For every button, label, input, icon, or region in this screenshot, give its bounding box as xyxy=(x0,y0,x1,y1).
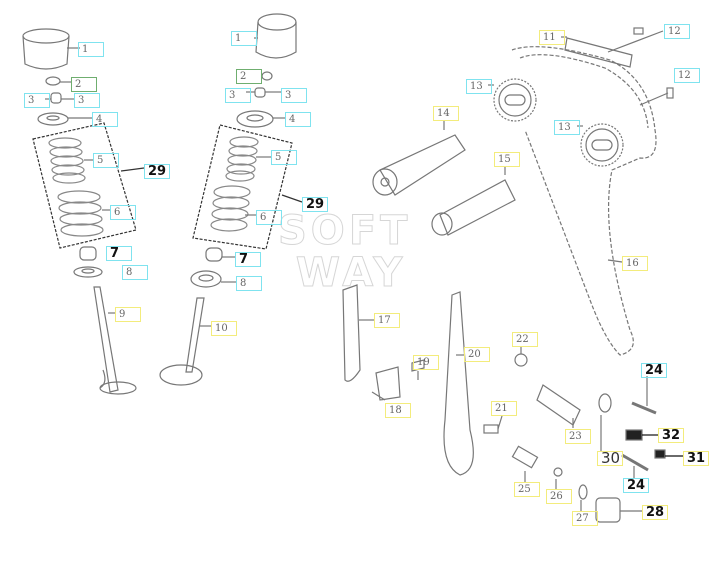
callout-3b-right[interactable]: 3 xyxy=(281,88,307,103)
callout-6-left[interactable]: 6 xyxy=(110,205,136,220)
callout-4-right[interactable]: 4 xyxy=(285,112,311,127)
callout-25[interactable]: 25 xyxy=(514,482,540,497)
callout-5-right[interactable]: 5 xyxy=(271,150,297,165)
callout-27[interactable]: 27 xyxy=(572,511,598,526)
cam-chain-drawing xyxy=(342,27,683,523)
left-valve-drawing xyxy=(22,28,145,395)
callout-24b[interactable]: 24 xyxy=(623,478,649,493)
callout-7-right[interactable]: 7 xyxy=(235,252,261,267)
callout-4-left[interactable]: 4 xyxy=(92,112,118,127)
callout-7-left[interactable]: 7 xyxy=(106,246,132,261)
callout-1-right[interactable]: 1 xyxy=(231,31,257,46)
callout-20[interactable]: 20 xyxy=(464,347,490,362)
callout-22[interactable]: 22 xyxy=(512,332,538,347)
callout-15[interactable]: 15 xyxy=(494,152,520,167)
callout-8-left[interactable]: 8 xyxy=(122,265,148,280)
callout-3a-right[interactable]: 3 xyxy=(225,88,251,103)
callout-3b-left[interactable]: 3 xyxy=(74,93,100,108)
callout-16[interactable]: 16 xyxy=(622,256,648,271)
callout-2-left[interactable]: 2 xyxy=(71,77,97,92)
callout-29-left[interactable]: 29 xyxy=(144,164,170,179)
callout-10[interactable]: 10 xyxy=(211,321,237,336)
callout-11[interactable]: 11 xyxy=(539,30,565,45)
callout-18[interactable]: 18 xyxy=(385,403,411,418)
callout-12b[interactable]: 12 xyxy=(674,68,700,83)
callout-3a-left[interactable]: 3 xyxy=(24,93,50,108)
callout-26[interactable]: 26 xyxy=(546,489,572,504)
callout-30[interactable]: 30 xyxy=(597,451,623,466)
callout-9[interactable]: 9 xyxy=(115,307,141,322)
callout-17[interactable]: 17 xyxy=(374,313,400,328)
callout-1-left[interactable]: 1 xyxy=(78,42,104,57)
callout-19[interactable]: 19 xyxy=(413,355,439,370)
callout-32[interactable]: 32 xyxy=(658,428,684,443)
callout-23[interactable]: 23 xyxy=(565,429,591,444)
callout-12a[interactable]: 12 xyxy=(664,24,690,39)
callout-31[interactable]: 31 xyxy=(683,451,709,466)
callout-28[interactable]: 28 xyxy=(642,505,668,520)
right-valve-drawing xyxy=(159,13,303,386)
callout-6-right[interactable]: 6 xyxy=(256,210,282,225)
callout-24a[interactable]: 24 xyxy=(641,363,667,378)
callout-5-left[interactable]: 5 xyxy=(93,153,119,168)
callout-14[interactable]: 14 xyxy=(433,106,459,121)
callout-2-right[interactable]: 2 xyxy=(236,69,262,84)
callout-13a[interactable]: 13 xyxy=(466,79,492,94)
watermark: SOFT WAY xyxy=(277,208,412,296)
callout-8-right[interactable]: 8 xyxy=(236,276,262,291)
callout-13b[interactable]: 13 xyxy=(554,120,580,135)
callout-29-right[interactable]: 29 xyxy=(302,197,328,212)
callout-21[interactable]: 21 xyxy=(491,401,517,416)
